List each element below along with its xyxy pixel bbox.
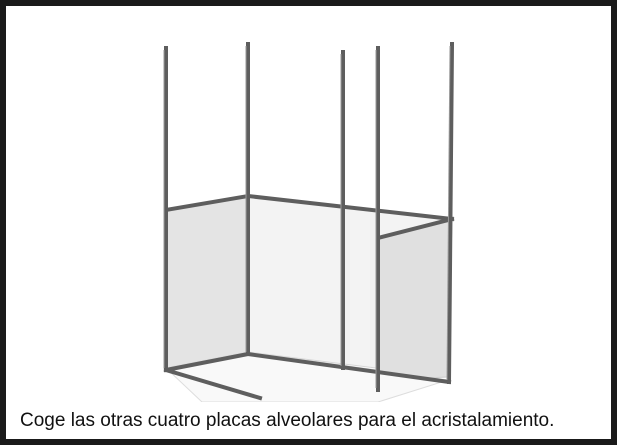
right-side-panel	[377, 218, 453, 381]
rail-left-top	[163, 193, 251, 213]
rail-right-top	[375, 216, 455, 241]
left-side-panel	[165, 195, 249, 369]
instruction-caption: Coge las otras cuatro placas alveolares …	[20, 410, 555, 431]
rail-back-bottom	[245, 351, 452, 385]
rail-front-bottom	[163, 367, 263, 401]
rail-back-top	[245, 193, 455, 222]
greenhouse-frame-drawing	[163, 41, 455, 402]
assembly-illustration	[12, 12, 617, 402]
rail-left-bottom	[163, 351, 251, 373]
post-back-right	[446, 41, 455, 385]
